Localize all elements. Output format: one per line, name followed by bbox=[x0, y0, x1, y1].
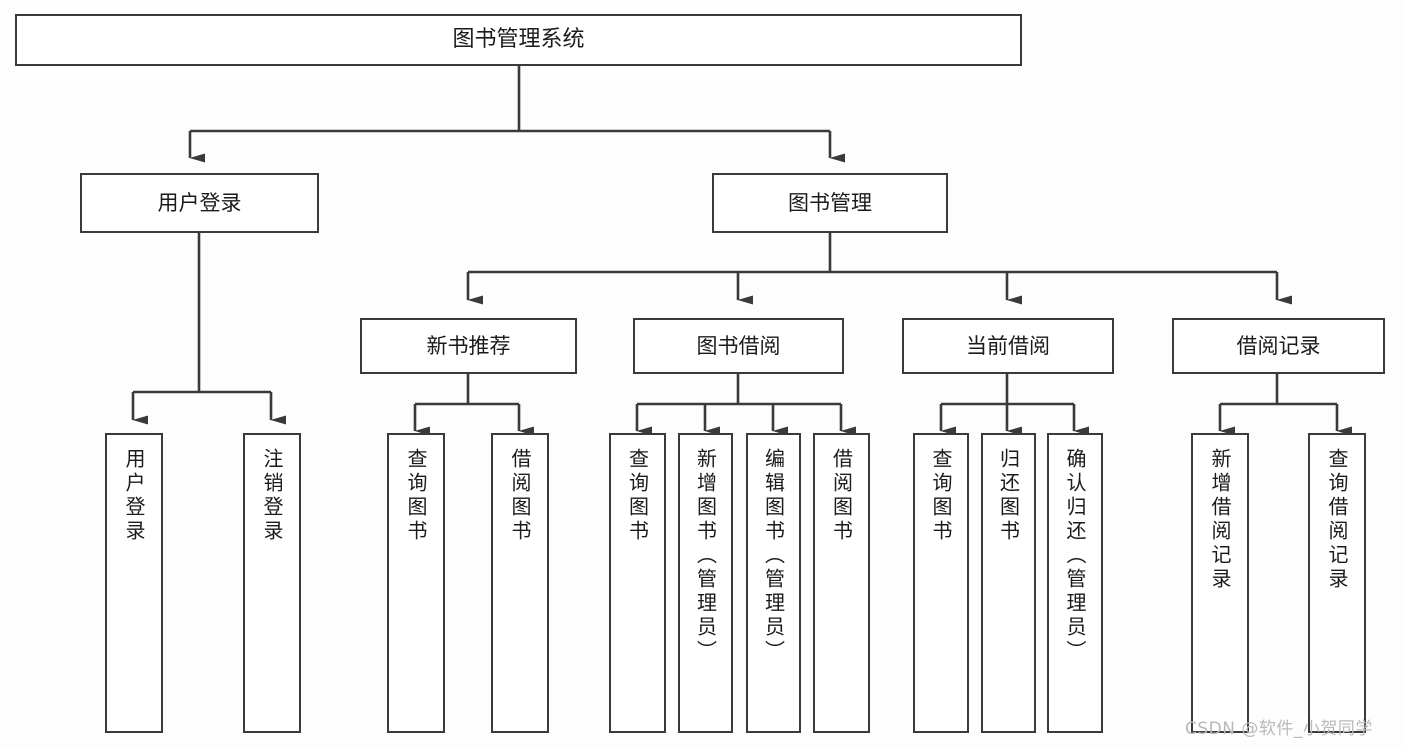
csdn-watermark: CSDN @软件_小贺同学 bbox=[1185, 719, 1373, 739]
node-root-system[interactable]: 图书管理系统 bbox=[15, 14, 1022, 66]
leaf-query-book-recommend[interactable]: 查询图书 bbox=[387, 433, 445, 733]
leaf-add-borrow-record[interactable]: 新增借阅记录 bbox=[1191, 433, 1249, 733]
node-label: 用户登录 bbox=[157, 190, 242, 215]
leaf-query-book-borrow[interactable]: 查询图书 bbox=[609, 433, 666, 733]
node-label: 归还图书 bbox=[996, 448, 1021, 544]
node-label: 图书管理系统 bbox=[452, 27, 585, 53]
node-label: 确认归还（管理员） bbox=[1063, 448, 1087, 664]
node-label: 注销登录 bbox=[260, 448, 284, 544]
node-borrow-record[interactable]: 借阅记录 bbox=[1172, 318, 1385, 374]
node-label: 借阅记录 bbox=[1236, 333, 1321, 358]
node-label: 编辑图书（管理员） bbox=[761, 448, 786, 664]
node-label: 借阅图书 bbox=[508, 448, 532, 544]
node-label: 借阅图书 bbox=[829, 448, 854, 544]
node-book-management[interactable]: 图书管理 bbox=[712, 173, 948, 233]
node-current-borrow[interactable]: 当前借阅 bbox=[902, 318, 1114, 374]
leaf-confirm-return-admin[interactable]: 确认归还（管理员） bbox=[1047, 433, 1103, 733]
leaf-borrow-book[interactable]: 借阅图书 bbox=[813, 433, 870, 733]
node-user-login[interactable]: 用户登录 bbox=[80, 173, 319, 233]
leaf-user-login[interactable]: 用户登录 bbox=[105, 433, 163, 733]
node-label: 查询图书 bbox=[625, 448, 650, 544]
leaf-edit-book-admin[interactable]: 编辑图书（管理员） bbox=[746, 433, 801, 733]
node-label: 图书管理 bbox=[788, 190, 872, 215]
node-label: 当前借阅 bbox=[966, 333, 1050, 358]
node-new-book-recommend[interactable]: 新书推荐 bbox=[360, 318, 577, 374]
leaf-query-borrow-record[interactable]: 查询借阅记录 bbox=[1308, 433, 1366, 733]
node-label: 查询图书 bbox=[404, 448, 428, 544]
leaf-query-book-current[interactable]: 查询图书 bbox=[913, 433, 969, 733]
node-label: 查询借阅记录 bbox=[1325, 448, 1349, 592]
leaf-user-logout[interactable]: 注销登录 bbox=[243, 433, 301, 733]
node-label: 新增借阅记录 bbox=[1208, 448, 1232, 592]
node-label: 新书推荐 bbox=[426, 333, 511, 358]
leaf-return-book[interactable]: 归还图书 bbox=[981, 433, 1036, 733]
leaf-borrow-book-recommend[interactable]: 借阅图书 bbox=[491, 433, 549, 733]
node-label: 查询图书 bbox=[929, 448, 953, 544]
node-label: 新增图书（管理员） bbox=[693, 448, 718, 664]
node-label: 图书借阅 bbox=[696, 333, 781, 358]
node-book-borrow[interactable]: 图书借阅 bbox=[633, 318, 844, 374]
leaf-add-book-admin[interactable]: 新增图书（管理员） bbox=[678, 433, 733, 733]
node-label: 用户登录 bbox=[122, 448, 146, 544]
